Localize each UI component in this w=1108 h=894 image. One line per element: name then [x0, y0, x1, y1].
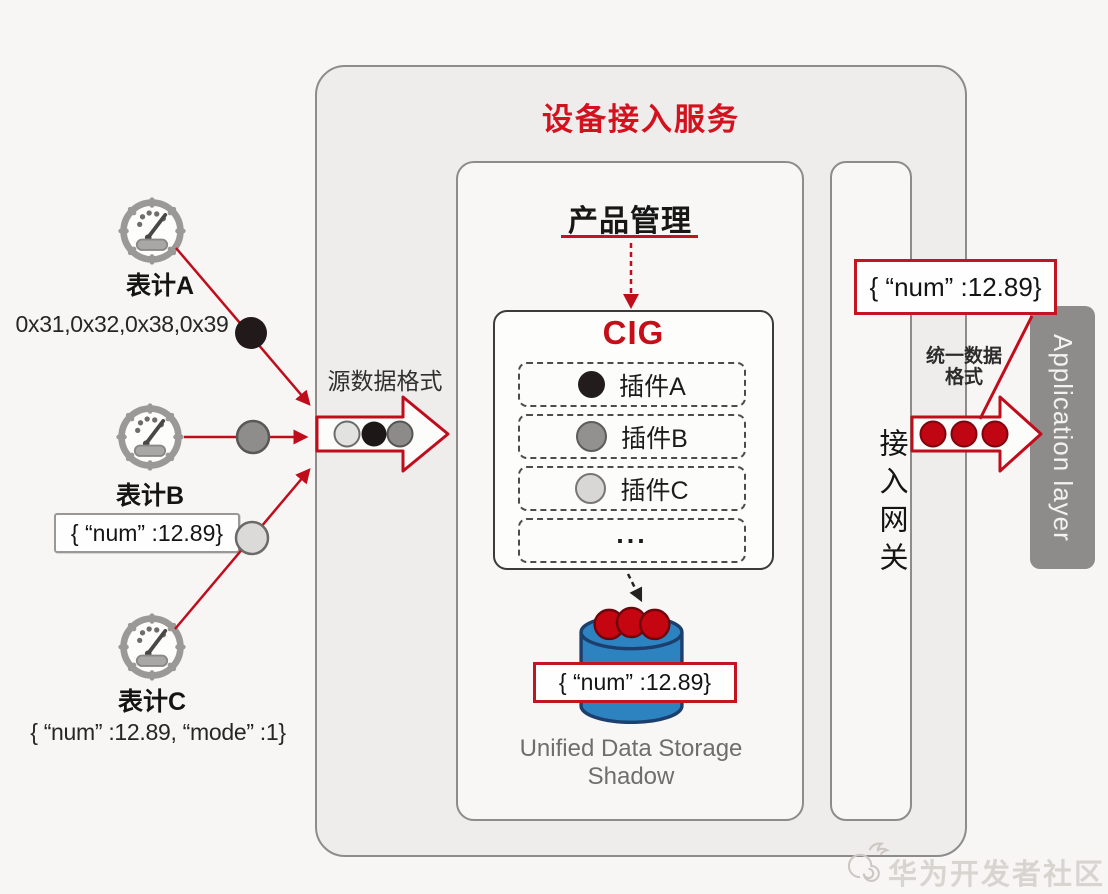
application-layer-box: Application layer	[1030, 306, 1095, 569]
access-gateway-label: 接入网关	[875, 428, 907, 580]
storage-caption: Unified Data Storage Shadow	[466, 735, 796, 791]
meter-b-value-box: { “num” :12.89}	[54, 513, 240, 553]
storage-caption-line2: Shadow	[587, 763, 675, 790]
watermark-text: 华为开发者社区	[888, 859, 1106, 891]
plugin-c-dot-icon	[575, 473, 607, 504]
meter-b-gauge-icon	[116, 403, 184, 471]
plugin-row-b: 插件B	[518, 414, 746, 459]
meter-a-gauge-icon	[118, 197, 186, 265]
cig-title: CIG	[602, 314, 665, 351]
product-management-underline	[561, 235, 698, 238]
unified-dot-red	[981, 420, 1009, 448]
meter-c-label: 表计C	[117, 688, 187, 716]
unified-format-line1: 统一数据	[925, 346, 1002, 367]
plugin-row-more: ...	[518, 518, 746, 563]
diagram-title: 设备接入服务	[542, 102, 740, 137]
unified-format-line2: 格式	[944, 367, 983, 388]
application-layer-label: Application layer	[1048, 333, 1078, 542]
meter-a-label: 表计A	[125, 272, 195, 300]
plugin-ellipsis-label: ...	[616, 519, 648, 549]
source-format-label: 源数据格式	[327, 368, 443, 394]
plugin-b-dot-icon	[576, 421, 608, 452]
storage-value-box: { “num” :12.89}	[533, 662, 737, 703]
unified-format-label: 统一数据 格式	[905, 346, 1023, 388]
meter-b-label: 表计B	[115, 482, 185, 510]
meter-b-payload-dot	[235, 419, 271, 455]
meter-c-value: { “num” :12.89, “mode” :1}	[30, 719, 286, 745]
product-management-title: 产品管理	[568, 205, 692, 238]
plugin-row-a: 插件A	[518, 362, 746, 407]
plugin-b-label: 插件B	[621, 424, 688, 453]
meter-c-payload-dot	[234, 520, 270, 556]
plugin-row-c: 插件C	[518, 466, 746, 511]
watermark-swirl-icon	[847, 842, 890, 882]
storage-caption-line1: Unified Data Storage	[519, 735, 743, 762]
meter-a-value: 0x31,0x32,0x38,0x39	[15, 311, 229, 337]
red-data-dot	[639, 608, 671, 641]
plugin-a-dot-icon	[578, 371, 606, 398]
meter-c-gauge-icon	[118, 613, 186, 681]
unified-value-box: { “num” :12.89}	[854, 259, 1057, 315]
plugin-c-label: 插件C	[620, 476, 689, 505]
plugin-a-label: 插件A	[619, 372, 686, 401]
